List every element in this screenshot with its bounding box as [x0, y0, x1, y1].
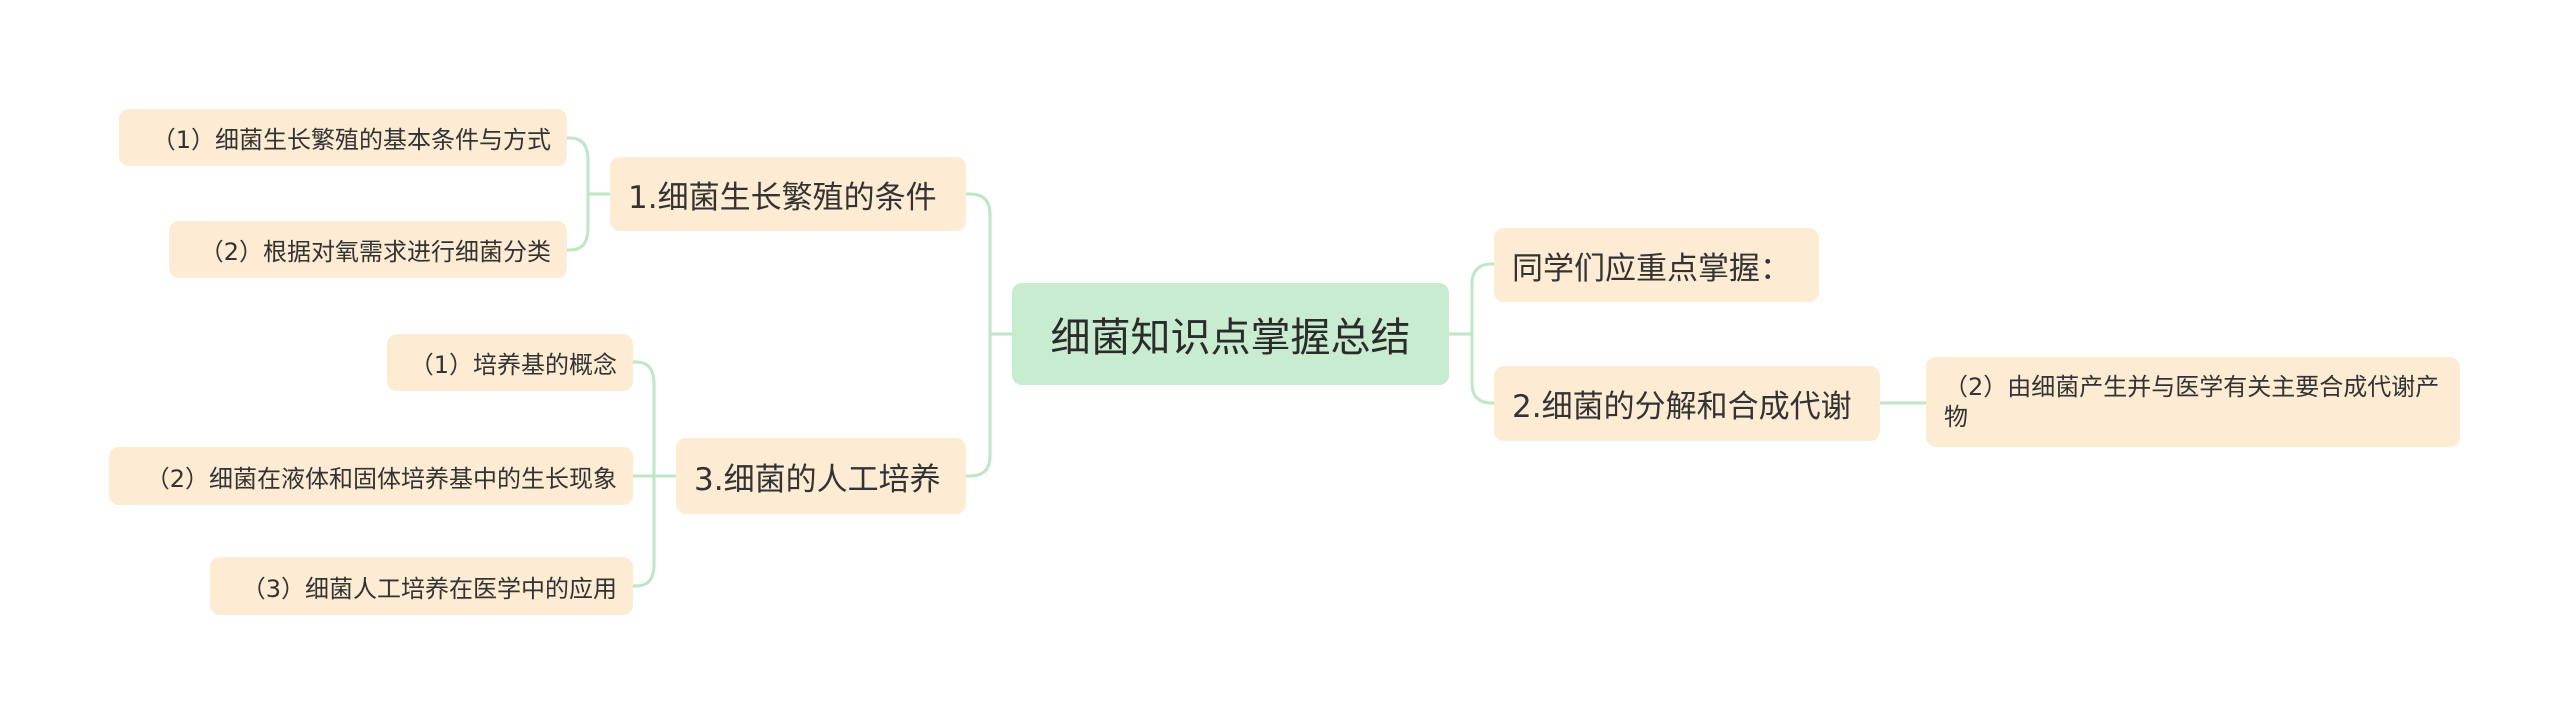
- root-topic-label: 细菌知识点掌握总结: [1050, 315, 1411, 361]
- topic-3-label: 3.细菌的人工培养: [694, 461, 941, 498]
- subtopic-3-1[interactable]: （1）培养基的概念: [387, 334, 633, 391]
- topic-3[interactable]: 3.细菌的人工培养: [676, 438, 966, 514]
- subtopic-3-1-label: （1）培养基的概念: [409, 351, 617, 379]
- connector-root-left: [963, 192, 1014, 478]
- subtopic-3-2-label: （2）细菌在液体和固体培养基中的生长现象: [145, 464, 617, 493]
- topic-key-points-label: 同学们应重点掌握：: [1512, 250, 1791, 287]
- connector-node1-children: [565, 136, 612, 252]
- connector-root-right: [1447, 262, 1496, 405]
- subtopic-1-2-label: （2）根据对氧需求进行细菌分类: [199, 238, 551, 266]
- topic-2-label: 2.细菌的分解和合成代谢: [1512, 389, 1852, 425]
- subtopic-1-1[interactable]: （1）细菌生长繁殖的基本条件与方式: [119, 109, 567, 166]
- subtopic-1-2[interactable]: （2）根据对氧需求进行细菌分类: [169, 221, 567, 278]
- subtopic-2-2-label: （2）由细菌产生并与医学有关主要合成代谢产物: [1944, 373, 2440, 431]
- subtopic-1-1-label: （1）细菌生长繁殖的基本条件与方式: [151, 126, 551, 154]
- root-topic[interactable]: 细菌知识点掌握总结: [1012, 283, 1449, 385]
- topic-1[interactable]: 1.细菌生长繁殖的条件: [610, 157, 966, 231]
- topic-key-points[interactable]: 同学们应重点掌握：: [1494, 228, 1819, 302]
- connector-node3-children: [631, 360, 678, 588]
- subtopic-2-2[interactable]: （2）由细菌产生并与医学有关主要合成代谢产物: [1926, 357, 2460, 447]
- topic-2[interactable]: 2.细菌的分解和合成代谢: [1494, 366, 1880, 441]
- subtopic-3-3[interactable]: （3）细菌人工培养在医学中的应用: [210, 557, 633, 615]
- topic-1-label: 1.细菌生长繁殖的条件: [628, 179, 937, 216]
- subtopic-3-3-label: （3）细菌人工培养在医学中的应用: [241, 574, 617, 603]
- subtopic-3-2[interactable]: （2）细菌在液体和固体培养基中的生长现象: [109, 447, 633, 505]
